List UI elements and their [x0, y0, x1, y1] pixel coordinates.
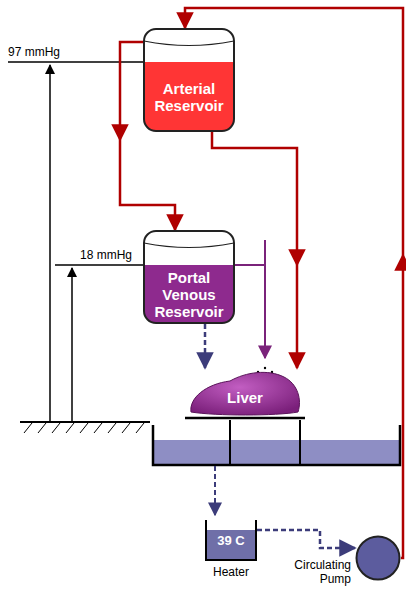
- flow-line: [257, 530, 355, 548]
- ground-hatch: [24, 423, 144, 433]
- tray-leg: [299, 420, 301, 465]
- overflow-line: [264, 240, 266, 358]
- pressure-label: 97 mmHg: [8, 45, 60, 59]
- level-line: [8, 61, 143, 63]
- pump-circle-outline: [355, 535, 401, 581]
- drain-line: [214, 466, 216, 515]
- bath-fluid: [153, 440, 400, 464]
- height-arrow: [71, 268, 73, 422]
- heater-box: 39 C Heater: [205, 518, 257, 580]
- pump-circle: Circulating Pump: [355, 535, 401, 581]
- organ-shape: Liver: [188, 368, 302, 416]
- node-label: Arterial Reservoir: [143, 62, 235, 132]
- level-line: [55, 264, 143, 266]
- liver-tray: [185, 417, 305, 420]
- bath-basin: [153, 425, 400, 465]
- node-label: Circulating Pump: [273, 559, 351, 587]
- flow-direction: [296, 255, 299, 265]
- overflow-line: [233, 264, 265, 266]
- node-label: Portal Venous Reservoir: [143, 265, 235, 324]
- node-label: Liver: [188, 380, 302, 416]
- ground-line: [20, 421, 150, 423]
- node-caption: Heater: [205, 564, 257, 582]
- tray-leg: [229, 420, 231, 465]
- flow-direction: [402, 255, 405, 265]
- reservoir-tank: Portal Venous Reservoir: [143, 230, 235, 324]
- node-label: 39 C: [205, 524, 257, 558]
- pressure-label: 18 mmHg: [80, 248, 132, 262]
- flow-line: [204, 324, 207, 368]
- height-arrow: [49, 65, 51, 422]
- flow-direction: [119, 130, 122, 140]
- reservoir-tank: Arterial Reservoir: [143, 28, 235, 132]
